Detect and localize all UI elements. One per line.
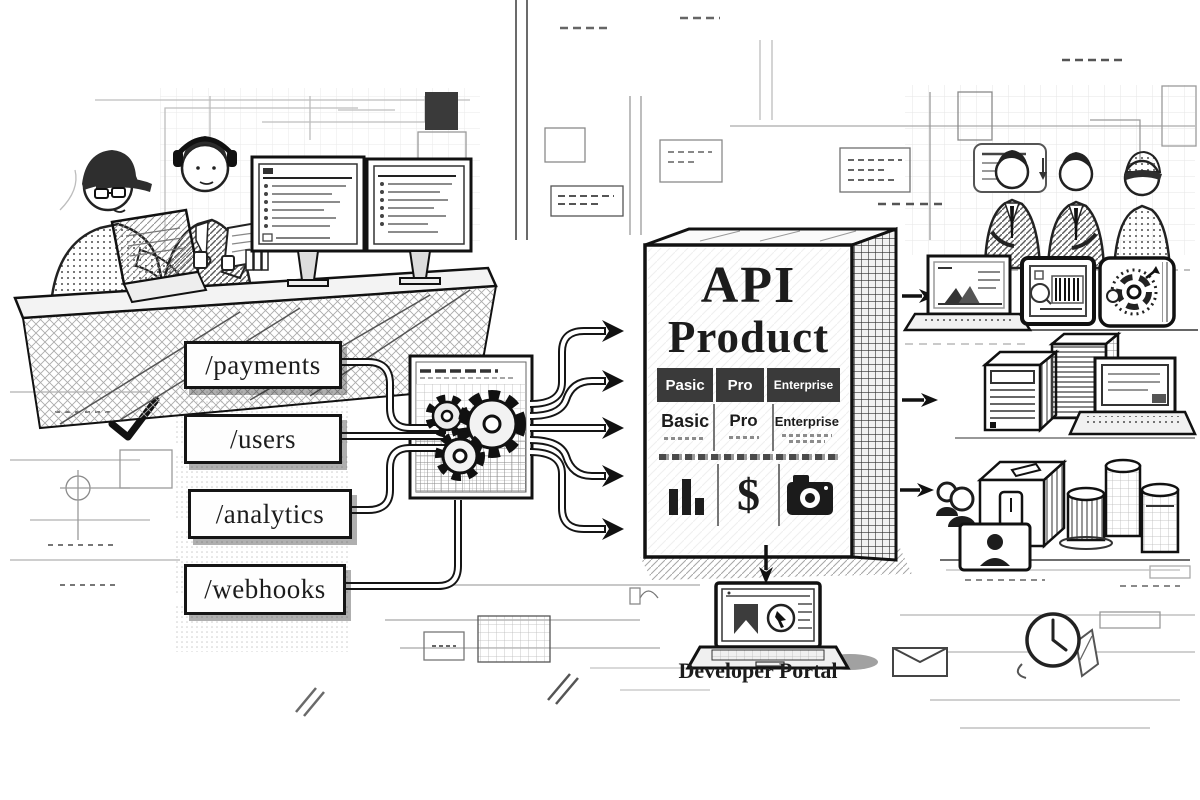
endpoint-box-webhooks: /webhooks [184,564,346,615]
package-box-icon [976,459,1068,549]
tier-col-basic: Basic [657,404,713,451]
endpoint-box-users: /users [184,414,342,464]
tier-table: Pasic Pro Enterprise Basic Pro Enterpris… [657,368,840,526]
endpoint-box-analytics: /analytics [188,489,352,539]
tier-name-row: Basic Pro Enterprise [657,404,840,451]
business-team-scene [973,143,1172,274]
laptop-chart-icon [902,254,1033,332]
scribble-text [781,434,832,437]
api-product-title-line2: Product [667,312,830,362]
envelope-icon [892,647,948,677]
businessman-2 [1046,152,1106,270]
dollar-icon: $ [716,464,779,526]
scribble-divider [659,454,838,460]
businessman-1 [983,150,1042,270]
developer-portal-laptop [685,581,878,670]
api-product-box: API Product Pasic Pro Enterprise Basic P… [645,245,852,557]
consumer-middle-devices [981,331,1197,436]
consumer-top-devices [902,254,1176,332]
output-arrows [759,289,938,584]
tier-name: Basic [661,411,710,431]
consumer-bottom-devices [936,458,1180,572]
scribble-text [664,437,707,440]
input-arrows [529,320,624,540]
database-cylinders-icon [1059,458,1180,554]
camera-icon [778,464,840,526]
gears-icon [425,390,526,481]
bar-chart-icon [657,464,717,526]
laptop-icon [1068,356,1197,436]
scribble-text [788,440,825,443]
tier-col-pro: Pro [713,404,771,451]
tier-tab-enterprise: Enterprise [766,368,840,402]
scribble-text [728,436,759,439]
endpoint-label: /webhooks [204,574,326,604]
developer-portal-label: Developer Portal [678,658,838,683]
tablet-barcode-icon [1020,256,1096,326]
tier-tab-pro: Pro [716,368,764,402]
feature-icon-row: $ [657,464,840,526]
people-icon [936,481,976,527]
headphones-icon [173,136,237,167]
coffee-mugs [193,251,235,271]
endpoint-pipes [332,358,462,590]
tier-tab-basic: Pasic [657,368,714,402]
endpoint-box-payments: /payments [184,341,342,389]
code-monitor-2 [365,157,473,285]
person-with-cap [1112,150,1172,274]
tier-name: Enterprise [774,414,839,429]
target-device-icon [1098,256,1176,328]
laptop-icon [110,208,208,304]
id-card-icon [958,522,1032,572]
api-product-title-line1: API [700,257,797,314]
glasses-icon [94,187,126,199]
tier-col-enterprise: Enterprise [771,404,840,451]
tier-tab-row: Pasic Pro Enterprise [657,368,840,402]
clock-icon [1016,612,1081,679]
endpoint-label: /analytics [215,498,325,529]
tier-name: Pro [729,411,758,430]
endpoint-label: /payments [205,349,321,380]
endpoint-label: /users [230,423,296,454]
code-monitor-1 [250,155,366,287]
